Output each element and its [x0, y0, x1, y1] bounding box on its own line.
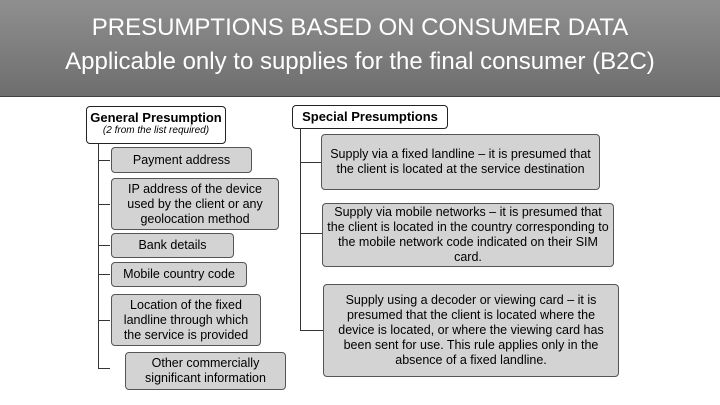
general-header-subtitle: (2 from the list required)	[102, 125, 210, 136]
title-banner: PRESUMPTIONS BASED ON CONSUMER DATA Appl…	[0, 0, 720, 97]
general-presumption-header: General Presumption (2 from the list req…	[86, 106, 226, 144]
special-connector-trunk	[300, 128, 301, 330]
general-item-bank-details: Bank details	[111, 233, 234, 258]
general-connector-branch	[98, 245, 110, 246]
special-item-fixed-landline: Supply via a fixed landline – it is pres…	[321, 134, 600, 190]
special-header-title: Special Presumptions	[302, 109, 438, 124]
general-item-mobile-country-code: Mobile country code	[111, 262, 247, 287]
special-item-mobile-networks: Supply via mobile networks – it is presu…	[322, 203, 614, 267]
special-presumptions-header: Special Presumptions	[292, 105, 448, 129]
general-item-ip-address: IP address of the device used by the cli…	[111, 178, 279, 230]
general-header-title: General Presumption	[90, 110, 222, 125]
special-connector-branch	[300, 162, 321, 163]
special-connector-branch	[300, 330, 323, 331]
banner-subtitle: Applicable only to supplies for the fina…	[65, 48, 655, 75]
general-connector-trunk	[98, 143, 99, 368]
general-connector-branch	[98, 204, 110, 205]
general-connector-branch	[98, 368, 110, 369]
general-item-payment-address: Payment address	[111, 147, 252, 173]
special-connector-branch	[300, 233, 322, 234]
general-item-other-information: Other commercially significant informati…	[125, 352, 286, 390]
general-item-fixed-landline-location: Location of the fixed landline through w…	[111, 294, 261, 346]
general-connector-branch	[98, 160, 110, 161]
general-connector-branch	[98, 274, 110, 275]
banner-title: PRESUMPTIONS BASED ON CONSUMER DATA	[91, 14, 629, 41]
general-connector-branch	[98, 320, 110, 321]
special-item-decoder-viewing-card: Supply using a decoder or viewing card –…	[323, 284, 619, 377]
